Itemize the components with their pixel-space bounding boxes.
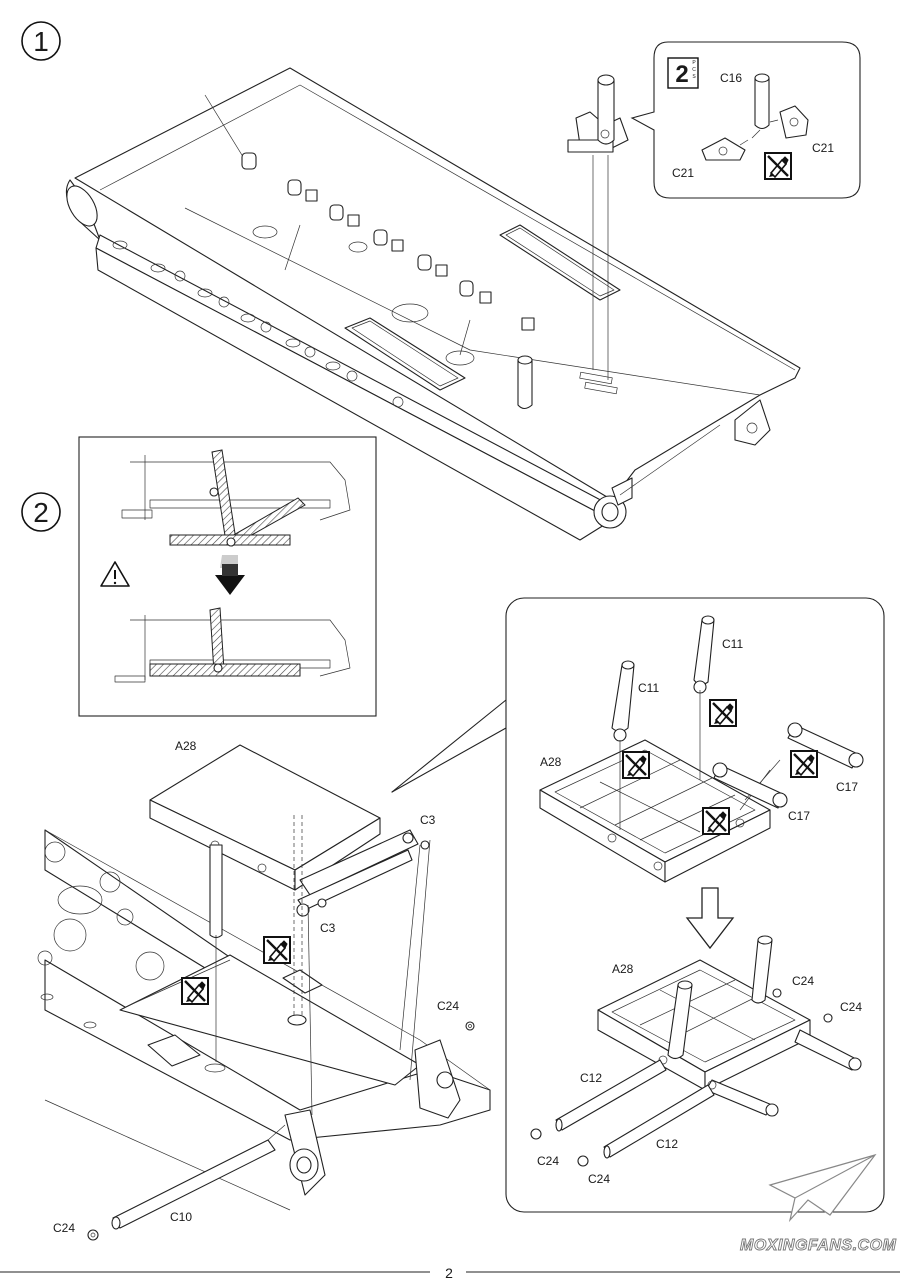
no-glue-icon [701,806,731,836]
part-a28-main [149,744,430,939]
svg-text:2: 2 [675,61,688,88]
hull-round-hatches [37,841,165,981]
label-c12-left: C12 [580,1071,602,1085]
part-c10 [111,1124,286,1230]
step-1-number: 1 [21,21,61,61]
no-glue-icon [262,935,292,965]
step-2-number: 2 [21,492,61,532]
part-c11 [611,615,715,742]
no-glue-icon [763,151,793,181]
no-glue-icon [708,698,738,728]
part-c24-detail [530,988,833,1167]
part-c12 [555,1059,715,1159]
svg-text:C: C [692,67,696,73]
part-c24-right [465,1021,475,1031]
watermark-logo: MOXINGFANS.COM [740,1153,897,1254]
arrow-down-icon [685,887,735,950]
label-c24-bottom: C24 [53,1221,75,1235]
label-a28-lower: A28 [612,962,634,976]
label-c11-right: C11 [722,637,743,651]
label-c24-d1: C24 [792,974,814,988]
step-1-detail-callout: 2 P C S C16 C21 C21 [630,41,861,199]
no-glue-icon [789,749,819,779]
no-glue-icon [621,750,651,780]
label-c21-right: C21 [812,141,834,155]
label-a28-main: A28 [175,739,197,753]
floor-bosses [241,152,535,331]
label-c11-left: C11 [638,681,659,695]
warning-icon [100,561,130,587]
label-c24-d3: C24 [537,1154,559,1168]
label-c17-top: C17 [836,780,858,794]
no-glue-icon [180,976,210,1006]
label-c24-right: C24 [437,999,459,1013]
quantity-badge: 2 P C S [667,57,699,89]
label-c17-bottom: C17 [788,809,810,823]
label-a28-detail: A28 [540,755,562,769]
part-c17 [712,722,864,809]
label-c24-d4: C24 [588,1172,610,1186]
arrow-down-icon [215,555,245,595]
mechanism-positions-box [78,436,377,717]
svg-text:P: P [692,60,696,66]
hull-chassis-step1 [65,67,801,541]
step-2-detail-callout: C11 C11 A28 C17 [505,597,885,1213]
label-c3-top: C3 [420,813,436,827]
label-c21-left: C21 [672,166,694,180]
label-c16: C16 [720,71,742,85]
label-c3-bottom: C3 [320,921,336,935]
mount-c21-c16-exploded [567,74,629,153]
label-c10: C10 [170,1210,192,1224]
page-number: 2 [445,1265,453,1279]
part-c24-bottom [87,1229,99,1241]
svg-text:S: S [692,74,696,80]
label-c12-right: C12 [656,1137,678,1151]
svg-text:1: 1 [33,26,49,57]
watermark-text: MOXINGFANS.COM [740,1237,897,1254]
side-wall-holes [112,240,404,408]
label-c24-d2: C24 [840,1000,862,1014]
svg-text:2: 2 [33,497,49,528]
